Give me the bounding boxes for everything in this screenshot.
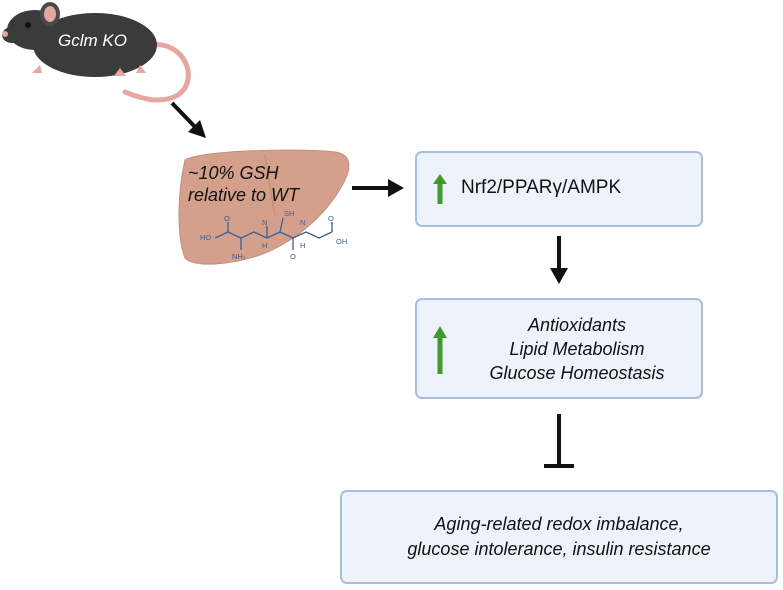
h-label-1: H [262,241,267,250]
arrow-icon [352,179,404,197]
o-label-1: O [224,214,230,223]
inhibition-icon [544,414,574,468]
mouse-icon [2,2,191,103]
h-label-2: H [300,241,305,250]
outcome-box: Aging-related redox imbalance, glucose i… [340,490,778,584]
oh-label: OH [336,237,347,246]
gsh-molecule [214,217,333,250]
pathway-box: Nrf2/PPARγ/AMPK [415,151,703,227]
outcome-line2: glucose intolerance, insulin resistance [407,539,711,559]
mouse-label: Gclm KO [58,31,127,50]
ho-label: HO [200,233,211,242]
up-arrow-icon [433,326,447,374]
o-label-2: O [290,252,296,261]
pathway-label: Nrf2/PPARγ/AMPK [461,177,622,198]
n-label-1: N [262,218,267,227]
effects-box: Antioxidants Lipid Metabolism Glucose Ho… [415,298,703,399]
arrow-icon [550,236,568,284]
effect-item-antioxidants: Antioxidants [527,315,627,335]
effect-item-glucose: Glucose Homeostasis [489,363,665,383]
nh2-label: NH₂ [232,252,246,261]
outcome-line1: Aging-related redox imbalance, [434,514,684,534]
up-arrow-icon [433,174,447,204]
liver-text-line1: ~10% GSH [188,163,279,183]
liver-text-line2: relative to WT [188,185,300,205]
sh-label: SH [284,209,294,218]
gsh-labels: SH HO O NH₂ N H O N H O OH [200,209,347,261]
o-label-3: O [328,214,334,223]
effect-item-lipid: Lipid Metabolism [509,339,645,359]
n-label-2: N [300,218,305,227]
arrow-icon [170,101,206,138]
